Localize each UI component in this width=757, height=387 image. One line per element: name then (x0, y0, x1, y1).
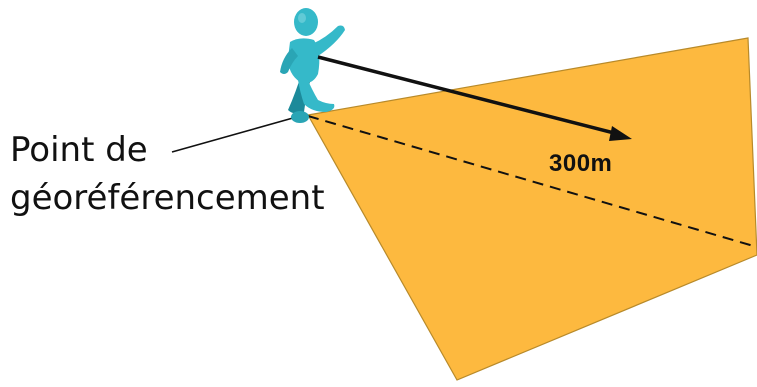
coverage-area (307, 37, 757, 381)
dashed-centerline (307, 115, 757, 248)
label-leader-line (171, 115, 301, 153)
distance-label: 300m (549, 150, 613, 177)
distance-arrow-head (609, 126, 632, 141)
georef-label-line1: Point de (10, 130, 148, 170)
stick-person-icon (280, 8, 345, 123)
distance-arrow-shaft (317, 55, 619, 136)
georef-label-line2: géoréférencement (10, 178, 325, 218)
